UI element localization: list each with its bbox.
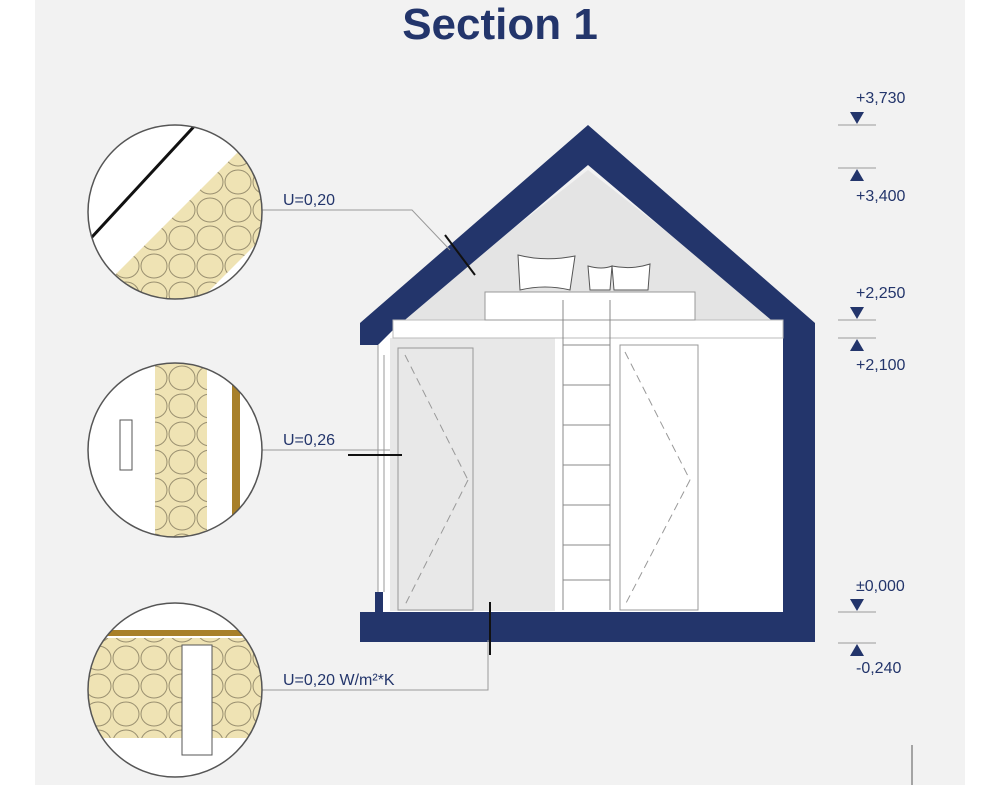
elevation-label: +2,100	[856, 357, 906, 374]
floor-detail-circle	[87, 602, 263, 778]
mattress	[484, 291, 696, 321]
house-section	[360, 125, 815, 642]
left-wall-bottom	[375, 592, 383, 612]
wall-u-value: U=0,26	[283, 432, 336, 449]
elevation-label: +3,400	[856, 188, 906, 205]
roof-shell	[360, 125, 815, 642]
cut-marks	[348, 234, 491, 655]
ladder	[562, 300, 611, 610]
roof-detail-circle	[87, 124, 263, 300]
elevation-label: +3,730	[856, 90, 906, 107]
roof-u-value: U=0,20	[283, 192, 336, 209]
loft-floor	[392, 319, 784, 339]
elevation-label: -0,240	[856, 660, 902, 677]
pillows	[517, 254, 651, 291]
elevation-markers	[838, 112, 876, 656]
floor-u-value: U=0,20 W/m²*K	[283, 672, 395, 689]
leader-lines	[262, 209, 489, 691]
elevation-label: ±0,000	[856, 578, 905, 595]
elevation-label: +2,250	[856, 285, 906, 302]
doors	[377, 344, 699, 611]
wall-detail-circle	[87, 362, 263, 538]
left-wall-top	[360, 323, 378, 345]
roof-interior	[393, 170, 783, 323]
page-title: Section 1	[402, 0, 598, 49]
